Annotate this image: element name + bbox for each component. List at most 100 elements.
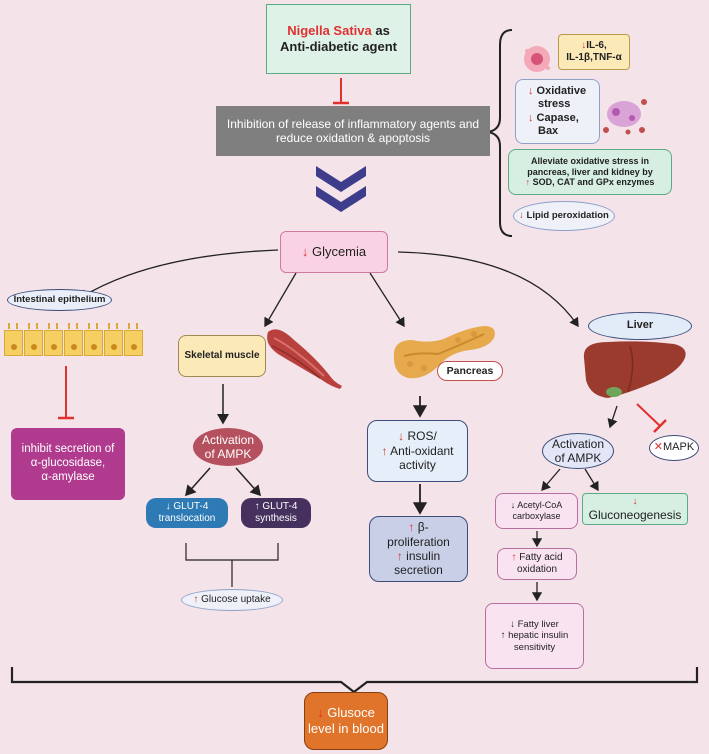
uptake-text: Glucose uptake <box>198 594 271 605</box>
acetyl-line2: carboxylase <box>512 511 561 521</box>
beta-arrow2: ↑ <box>396 549 403 563</box>
result-box: ↓ Glusoce level in blood <box>304 692 388 750</box>
pancreas-icon <box>393 326 495 379</box>
beta-line4: secretion <box>394 563 443 578</box>
mapk-box: ✕MAPK <box>649 435 699 461</box>
arrow-to-pancreas <box>369 272 405 328</box>
inhibition-text: Inhibition of release of inflammatory ag… <box>226 116 480 145</box>
bottom-bracket <box>10 667 699 694</box>
title-box: Nigella Sativa as Anti-diabetic agent <box>266 4 411 74</box>
ros-line2: Anti-oxidant <box>387 443 454 458</box>
uptake-arrow: ↑ <box>193 594 199 605</box>
liver-ampk-box: Activation of AMPK <box>542 433 614 469</box>
lipid-text: Lipid peroxidation <box>523 210 609 222</box>
ox-text2: stress <box>538 98 571 111</box>
il-line1: IL-6, <box>586 40 607 51</box>
glut-bracket <box>185 543 279 587</box>
beta-box: ↑ β- proliferation ↑ insulin secretion <box>369 516 468 582</box>
title-line2: Anti-diabetic agent <box>279 39 397 54</box>
skeletal-muscle-icon <box>267 329 342 389</box>
mapk-x: ✕ <box>653 441 664 454</box>
title-agent-name: Nigella Sativa <box>287 23 372 39</box>
ox-text1: Oxidative <box>533 85 587 98</box>
alleviate-line2: pancreas, liver and kidney by <box>527 166 653 177</box>
apoptotic-cell-icon <box>603 99 647 135</box>
intestine-box-line3: α-amylase <box>41 470 95 483</box>
ros-line3: activity <box>399 458 436 473</box>
gluco-arrow: ↓ <box>632 495 638 507</box>
glut-synthesis-box: ↑ GLUT-4 synthesis <box>241 498 311 528</box>
result-line1: Glusoce <box>323 705 375 721</box>
intestine-box-line2: α-glucosidase, <box>30 457 106 470</box>
fatty-liver-line3: sensitivity <box>513 641 556 653</box>
ros-box: ↓ ROS/ ↑ Anti-oxidant activity <box>367 420 468 482</box>
ros-arrow2: ↑ <box>381 443 388 458</box>
glut-syn-line1: ↑ GLUT-4 <box>254 501 298 512</box>
fatty-liver-line2: ↑ hepatic insulin <box>500 630 569 642</box>
pancreas-label-text: Pancreas <box>446 364 494 377</box>
side-bracket <box>487 29 513 237</box>
intestine-box-line1: inhibit secretion of <box>21 443 115 456</box>
fatty-ox-line2: oxidation <box>516 564 558 575</box>
arrow-ampk-gluco <box>584 468 599 492</box>
arrow-to-liver <box>397 251 579 328</box>
gluco-text: Gluconeogenesis <box>588 507 682 522</box>
liver-icon <box>583 341 686 398</box>
result-arrow: ↓ <box>317 705 324 721</box>
acetyl-box: ↓ Acetyl-CoA carboxylase <box>495 493 578 529</box>
alleviate-line1: Alleviate oxidative stress in <box>530 155 650 166</box>
beta-arrow1: ↑ <box>408 520 415 535</box>
glut-syn-line2: synthesis <box>255 513 297 524</box>
glucose-uptake-box: ↑ Glucose uptake <box>181 589 283 611</box>
mapk-text: MAPK <box>663 441 695 454</box>
fatty-liver-box: ↓ Fatty liver ↑ hepatic insulin sensitiv… <box>485 603 584 669</box>
liver-label-text: Liver <box>626 319 654 332</box>
glycemia-box: ↓ Glycemia <box>280 231 388 273</box>
ox-text3: Capase, <box>533 111 579 124</box>
liver-ampk-line2: of AMPK <box>554 451 602 465</box>
inhibition-box: Inhibition of release of inflammatory ag… <box>216 106 490 156</box>
alleviate-arrow: ↑ <box>525 177 531 188</box>
arrow-to-intestine <box>78 249 279 299</box>
result-line2: level in blood <box>308 721 384 736</box>
ox-arrow2: ↓ <box>528 111 534 124</box>
fatty-ox-line1: Fatty acid <box>516 552 563 563</box>
alleviate-box: Alleviate oxidative stress in pancreas, … <box>508 149 672 195</box>
intestine-label: Intestinal epithelium <box>7 289 112 311</box>
il-box: ↓IL-6, IL-1β,TNF-α <box>558 34 630 70</box>
oxidative-box: ↓ Oxidative stress ↓ Capase, Bax <box>515 79 600 144</box>
fatty-ox-arrow: ↑ <box>511 552 517 563</box>
ros-line1: ROS/ <box>404 429 437 444</box>
liver-inhibit-bar <box>653 419 667 433</box>
glut-translocation-box: ↓ GLUT-4 translocation <box>146 498 228 528</box>
glut-trans-line1: ↓ GLUT-4 <box>165 501 209 512</box>
liver-label: Liver <box>588 312 692 340</box>
alleviate-line3: SOD, CAT and GPx enzymes <box>530 177 655 188</box>
liver-inhibit-line <box>636 403 661 427</box>
arrow-to-muscle <box>264 272 297 328</box>
glycemia-text: Glycemia <box>308 244 367 260</box>
lipid-box: ↓ Lipid peroxidation <box>513 201 615 231</box>
intestine-label-text: Intestinal epithelium <box>13 294 106 306</box>
chevron-down-icon <box>316 166 366 212</box>
muscle-label-text: Skeletal muscle <box>184 350 260 361</box>
il-arrow: ↓ <box>581 40 587 51</box>
muscle-label: Skeletal muscle <box>178 335 266 377</box>
liver-ampk-line1: Activation <box>551 436 605 451</box>
arrow-ampk-syn <box>235 467 261 497</box>
muscle-ampk-box: Activation of AMPK <box>193 428 263 466</box>
glut-trans-line2: translocation <box>158 513 216 524</box>
arrow-ampk-trans <box>185 467 211 497</box>
glycemia-arrow: ↓ <box>301 244 309 260</box>
fatty-oxidation-box: ↑ Fatty acid oxidation <box>497 548 577 580</box>
arrow-liver-ampk <box>607 405 618 429</box>
intestine-box: inhibit secretion of α-glucosidase, α-am… <box>11 428 125 500</box>
muscle-ampk-line1: Activation <box>201 432 255 447</box>
lipid-arrow: ↓ <box>519 210 524 222</box>
ox-arrow1: ↓ <box>528 85 534 98</box>
beta-line2: proliferation <box>387 534 450 549</box>
title-as: as <box>371 23 390 39</box>
fatty-liver-line1: ↓ Fatty liver <box>510 618 559 630</box>
gluconeogenesis-box: ↓ Gluconeogenesis <box>582 493 688 525</box>
beta-line3: insulin <box>402 549 441 563</box>
